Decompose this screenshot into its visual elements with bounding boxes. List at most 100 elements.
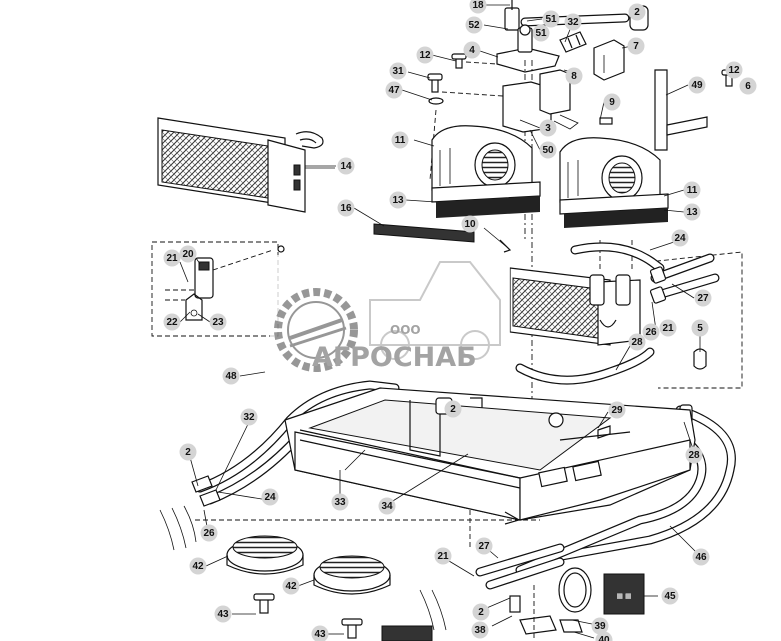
callout-label: 16	[340, 203, 352, 214]
callout-label: 14	[340, 161, 352, 172]
callout-14: 14	[337, 157, 355, 175]
callout-40: 40	[595, 631, 613, 641]
callout-badge	[475, 537, 493, 555]
callout-38: 38	[471, 621, 489, 639]
callout-46: 46	[692, 548, 710, 566]
callout-label: 7	[633, 41, 639, 52]
callout-badge	[222, 367, 240, 385]
watermark-brand: АГРОСНАБ	[312, 342, 477, 373]
callout-9: 9	[603, 93, 621, 111]
callout-label: 43	[217, 609, 229, 620]
vent-right	[313, 555, 391, 639]
callout-39: 39	[591, 617, 609, 635]
callout-label: 13	[686, 207, 698, 218]
callout-label: 21	[166, 253, 178, 264]
callout-47: 47	[385, 81, 403, 99]
callout-label: 42	[285, 581, 297, 592]
callout-label: 33	[334, 497, 346, 508]
watermark-prefix: ООО	[390, 323, 421, 337]
callout-11: 11	[683, 181, 701, 199]
callout-2: 2	[472, 603, 490, 621]
callout-label: 32	[567, 17, 579, 28]
callout-badge	[331, 493, 349, 511]
callout-badge	[240, 408, 258, 426]
callout-51: 51	[542, 10, 560, 28]
callout-badge	[444, 400, 462, 418]
callout-13: 13	[389, 191, 407, 209]
callout-badge	[539, 119, 557, 137]
callout-badge	[389, 62, 407, 80]
callout-2: 2	[179, 443, 197, 461]
callout-label: 47	[388, 85, 400, 96]
callout-badge	[694, 289, 712, 307]
callout-26: 26	[642, 323, 660, 341]
callout-43: 43	[214, 605, 232, 623]
callout-45: 45	[661, 587, 679, 605]
callout-badge	[471, 621, 489, 639]
callout-label: 21	[437, 551, 449, 562]
callout-label: 28	[688, 450, 700, 461]
callout-7: 7	[627, 37, 645, 55]
callout-badge	[688, 76, 706, 94]
callout-badge	[214, 605, 232, 623]
callout-label: 38	[474, 625, 486, 636]
callout-badge	[595, 631, 613, 641]
callout-label: 40	[598, 635, 610, 641]
callout-label: 26	[645, 327, 657, 338]
gasket	[373, 223, 512, 253]
callout-label: 13	[392, 195, 404, 206]
callout-badge	[189, 557, 207, 575]
callout-label: 12	[419, 50, 431, 61]
callout-48: 48	[222, 367, 240, 385]
callout-badge	[378, 497, 396, 515]
callout-52: 52	[465, 16, 483, 34]
callout-27: 27	[694, 289, 712, 307]
callout-label: 18	[472, 0, 484, 11]
callout-badge	[661, 587, 679, 605]
callout-badge	[469, 0, 487, 14]
callout-label: 2	[185, 447, 191, 458]
callout-32: 32	[240, 408, 258, 426]
blower-left	[431, 125, 541, 218]
callout-34: 34	[378, 497, 396, 515]
callout-27: 27	[475, 537, 493, 555]
callout-label: 10	[464, 219, 476, 230]
callout-2: 2	[628, 3, 646, 21]
callout-badge	[683, 181, 701, 199]
callout-label: 28	[631, 337, 643, 348]
callout-badge	[642, 323, 660, 341]
callout-badge	[628, 3, 646, 21]
callout-badge	[463, 41, 481, 59]
callout-11: 11	[391, 131, 409, 149]
callout-label: 21	[662, 323, 674, 334]
callout-3: 3	[539, 119, 557, 137]
callout-label: 39	[594, 621, 606, 632]
callout-21: 21	[434, 547, 452, 565]
heater-core-left	[157, 117, 335, 213]
callout-badge	[461, 215, 479, 233]
housing-tray	[195, 387, 696, 550]
callout-label: 46	[695, 552, 707, 563]
callout-24: 24	[261, 488, 279, 506]
callout-badge	[565, 67, 583, 85]
callout-18: 18	[469, 0, 487, 14]
callout-badge	[472, 603, 490, 621]
callout-badge	[200, 524, 218, 542]
svg-text:▦ ▦: ▦ ▦	[616, 593, 631, 600]
callout-13: 13	[683, 203, 701, 221]
callout-badge	[391, 131, 409, 149]
callout-badge	[163, 249, 181, 267]
watermark-logo	[274, 261, 501, 372]
callout-49: 49	[688, 76, 706, 94]
callout-badge	[163, 313, 181, 331]
callout-badge	[692, 548, 710, 566]
callout-10: 10	[461, 215, 479, 233]
bottom-parts: ▦ ▦	[381, 543, 645, 641]
callout-badge	[739, 77, 757, 95]
callout-label: 11	[395, 135, 406, 146]
callout-badge	[603, 93, 621, 111]
callout-label: 5	[697, 323, 703, 334]
callout-2: 2	[444, 400, 462, 418]
callout-label: 52	[468, 20, 480, 31]
callout-badge	[542, 10, 560, 28]
